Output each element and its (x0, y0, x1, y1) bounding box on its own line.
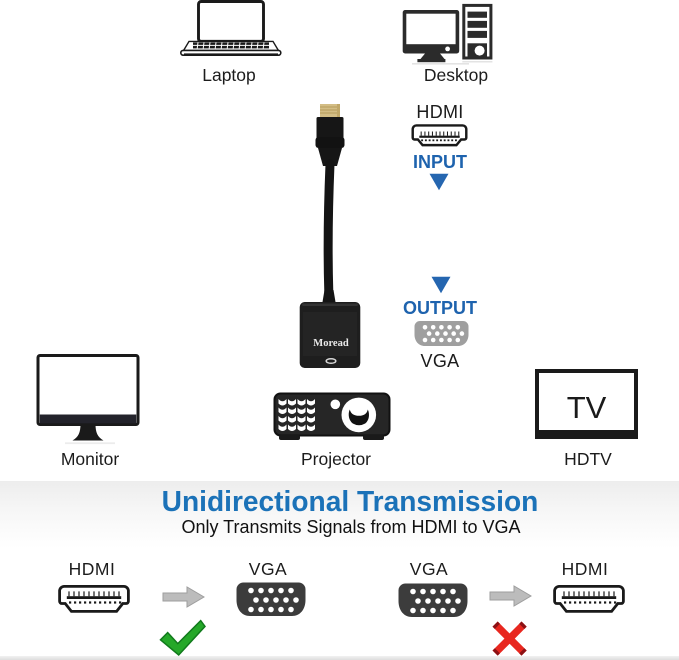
svg-text:Moread: Moread (313, 338, 349, 349)
